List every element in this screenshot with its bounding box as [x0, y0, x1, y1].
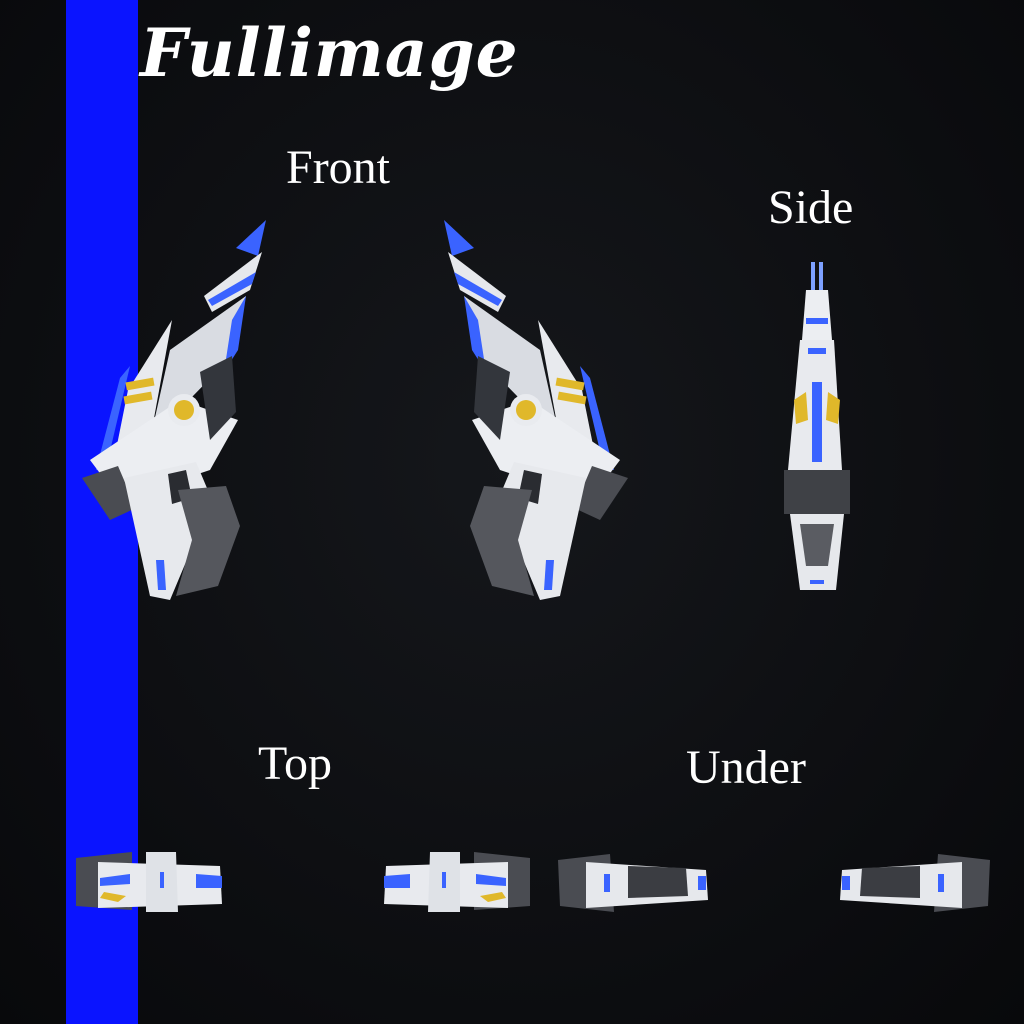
- view-label-top: Top: [258, 737, 332, 790]
- view-label-side: Side: [768, 181, 854, 234]
- view-label-under: Under: [686, 741, 806, 794]
- page-title: Fullimage: [140, 14, 519, 92]
- view-label-front: Front: [286, 141, 391, 194]
